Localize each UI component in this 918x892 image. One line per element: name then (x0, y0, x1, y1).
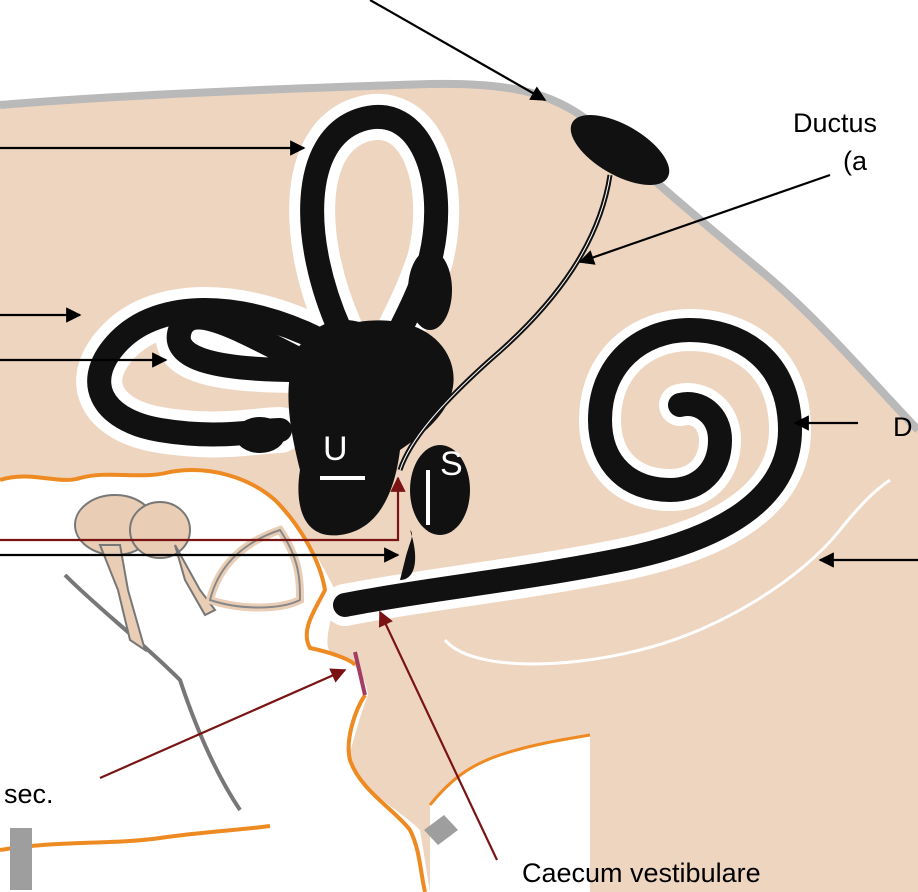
grey-patch-left (10, 828, 32, 890)
label-ductus-endolymphaticus-line2: (a (843, 146, 868, 176)
incus-body (130, 502, 190, 558)
utricle-letter: U (323, 430, 348, 468)
saccule-letter: S (440, 445, 463, 483)
label-caecum-vestibulare: Caecum vestibulare (522, 858, 761, 888)
ampulla-top (408, 250, 452, 330)
label-ductus-cochlearis: D (893, 412, 913, 442)
ampulla-left (235, 417, 285, 453)
label-ductus-endolymphaticus: Ductus (793, 108, 877, 138)
label-membrana-secundaria: sec. (4, 779, 54, 809)
